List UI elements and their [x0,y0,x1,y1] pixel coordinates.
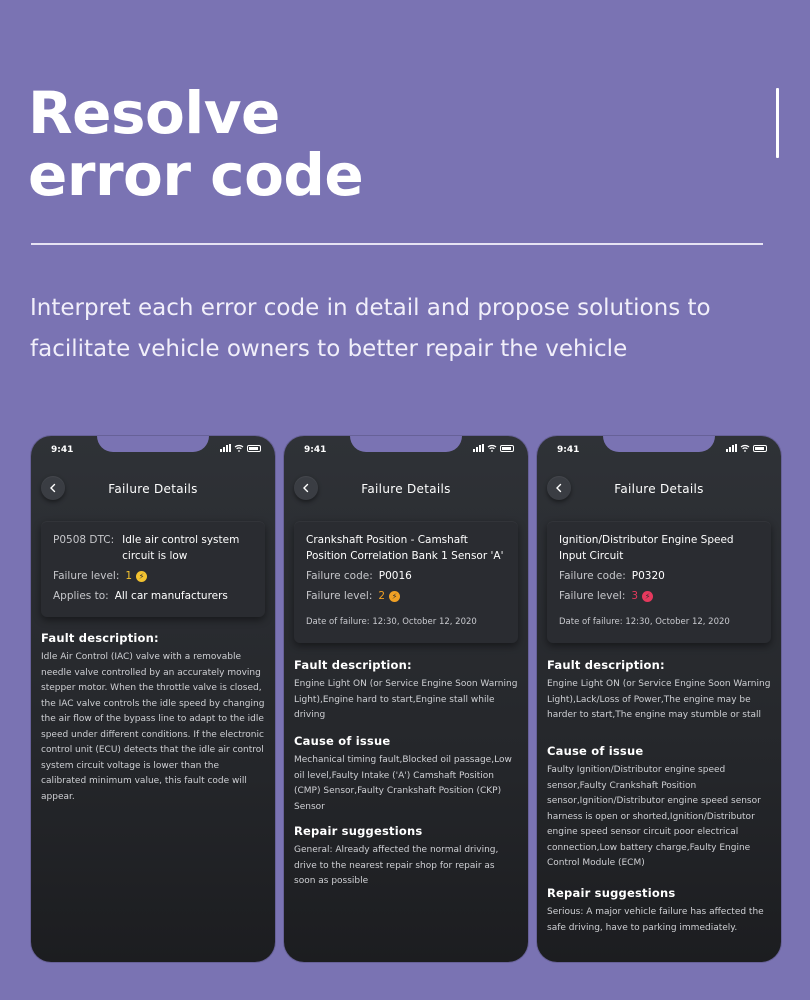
status-icons [220,444,261,452]
repair-section: Repair suggestions General: Already affe… [294,824,518,890]
cause-section: Cause of issue Mechanical timing fault,B… [294,734,518,815]
lightning-icon: ⚡ [136,570,148,582]
applies-label: Applies to: [53,590,109,602]
accent-vertical-bar [776,88,779,158]
status-icons [473,444,514,452]
level-value: 3 [631,590,639,602]
phone-screen-3: 9:41 Failure Details Ignition/Distributo… [537,436,781,962]
code-value: P0016 [378,570,412,582]
level-indicator: 1 ⚡ [125,568,148,584]
dtc-code-label: P0508 DTC: [53,534,115,546]
fault-title: Fault description: [547,658,665,672]
dtc-description: Crankshaft Position - Camshaft Position … [306,532,506,564]
level-label: Failure level: [306,590,373,602]
level-label: Failure level: [559,590,626,602]
wifi-icon [487,444,497,452]
back-button[interactable] [547,476,571,500]
dtc-card: Ignition/Distributor Engine Speed Input … [547,521,771,643]
code-value: P0320 [631,570,665,582]
applies-row: Applies to: All car manufacturers [53,588,253,604]
fault-text: Engine Light ON (or Service Engine Soon … [294,679,518,720]
dtc-description: Idle air control system circuit is low [122,532,239,564]
dtc-card: Crankshaft Position - Camshaft Position … [294,521,518,643]
applies-value: All car manufacturers [114,590,228,602]
dtc-desc-line2: Position Correlation Bank 1 Sensor 'A' [306,550,504,562]
code-label: Failure code: [559,570,626,582]
repair-title: Repair suggestions [547,886,676,900]
hero-subtitle: Interpret each error code in detail and … [30,288,790,370]
repair-title: Repair suggestions [294,824,423,838]
phone-notch [350,436,462,452]
chevron-left-icon [556,483,562,493]
dtc-description: Ignition/Distributor Engine Speed Input … [559,532,759,564]
lightning-icon: ⚡ [389,590,401,602]
cause-section: Cause of issue Faulty Ignition/Distribut… [547,744,771,872]
page-title: Failure Details [614,482,704,496]
signal-icon [473,444,484,452]
cause-title: Cause of issue [547,744,644,758]
battery-icon [500,444,514,452]
code-row: Failure code: P0016 [306,568,506,584]
hero-title-line1: Resolve [28,79,280,147]
dtc-desc-line2: circuit is low [122,550,188,562]
status-time: 9:41 [557,445,580,455]
repair-text: General: Already affected the normal dri… [294,845,499,886]
signal-icon [726,444,737,452]
phone-screen-1: 9:41 Failure Details P0508 DTC: Idle air… [31,436,275,962]
status-time: 9:41 [304,445,327,455]
level-indicator: 2 ⚡ [378,588,401,604]
status-icons [726,444,767,452]
dtc-desc-line1: Ignition/Distributor Engine Speed [559,534,734,546]
level-label: Failure level: [53,570,120,582]
hero-subtitle-line1: Interpret each error code in detail and … [30,295,711,321]
back-button[interactable] [294,476,318,500]
failure-date: Date of failure: 12:30, October 12, 2020 [559,617,730,627]
repair-section: Repair suggestions Serious: A major vehi… [547,886,771,936]
back-button[interactable] [41,476,65,500]
fault-text: Idle Air Control (IAC) valve with a remo… [41,652,265,802]
dtc-desc-line1: Idle air control system [122,534,240,546]
level-row: Failure level: 1 ⚡ [53,568,253,584]
wifi-icon [234,444,244,452]
phone-notch [603,436,715,452]
hero-title-line2: error code [28,141,364,209]
repair-text: Serious: A major vehicle failure has aff… [547,907,764,933]
level-value: 2 [378,590,386,602]
hero-subtitle-line2: facilitate vehicle owners to better repa… [30,336,628,362]
fault-section: Fault description: Idle Air Control (IAC… [41,631,265,805]
dtc-row: P0508 DTC: Idle air control system circu… [53,532,253,564]
fault-text: Engine Light ON (or Service Engine Soon … [547,679,771,720]
level-row: Failure level: 2 ⚡ [306,588,506,604]
chevron-left-icon [50,483,56,493]
dtc-desc-line1: Crankshaft Position - Camshaft [306,534,468,546]
battery-icon [247,444,261,452]
battery-icon [753,444,767,452]
page-title: Failure Details [361,482,451,496]
phone-screen-2: 9:41 Failure Details Crankshaft Position… [284,436,528,962]
level-value: 1 [125,570,133,582]
page-title: Failure Details [108,482,198,496]
fault-section: Fault description: Engine Light ON (or S… [547,658,771,724]
fault-title: Fault description: [41,631,159,645]
lightning-icon: ⚡ [642,590,654,602]
code-row: Failure code: P0320 [559,568,759,584]
status-time: 9:41 [51,445,74,455]
wifi-icon [740,444,750,452]
level-indicator: 3 ⚡ [631,588,654,604]
divider-line [31,243,763,245]
signal-icon [220,444,231,452]
dtc-desc-line2: Input Circuit [559,550,624,562]
hero-title: Resolve error code [28,79,364,209]
chevron-left-icon [303,483,309,493]
fault-title: Fault description: [294,658,412,672]
code-label: Failure code: [306,570,373,582]
fault-section: Fault description: Engine Light ON (or S… [294,658,518,724]
cause-text: Faulty Ignition/Distributor engine speed… [547,765,761,868]
failure-date: Date of failure: 12:30, October 12, 2020 [306,617,477,627]
dtc-card: P0508 DTC: Idle air control system circu… [41,521,265,617]
level-row: Failure level: 3 ⚡ [559,588,759,604]
phone-notch [97,436,209,452]
cause-title: Cause of issue [294,734,391,748]
cause-text: Mechanical timing fault,Blocked oil pass… [294,755,512,812]
